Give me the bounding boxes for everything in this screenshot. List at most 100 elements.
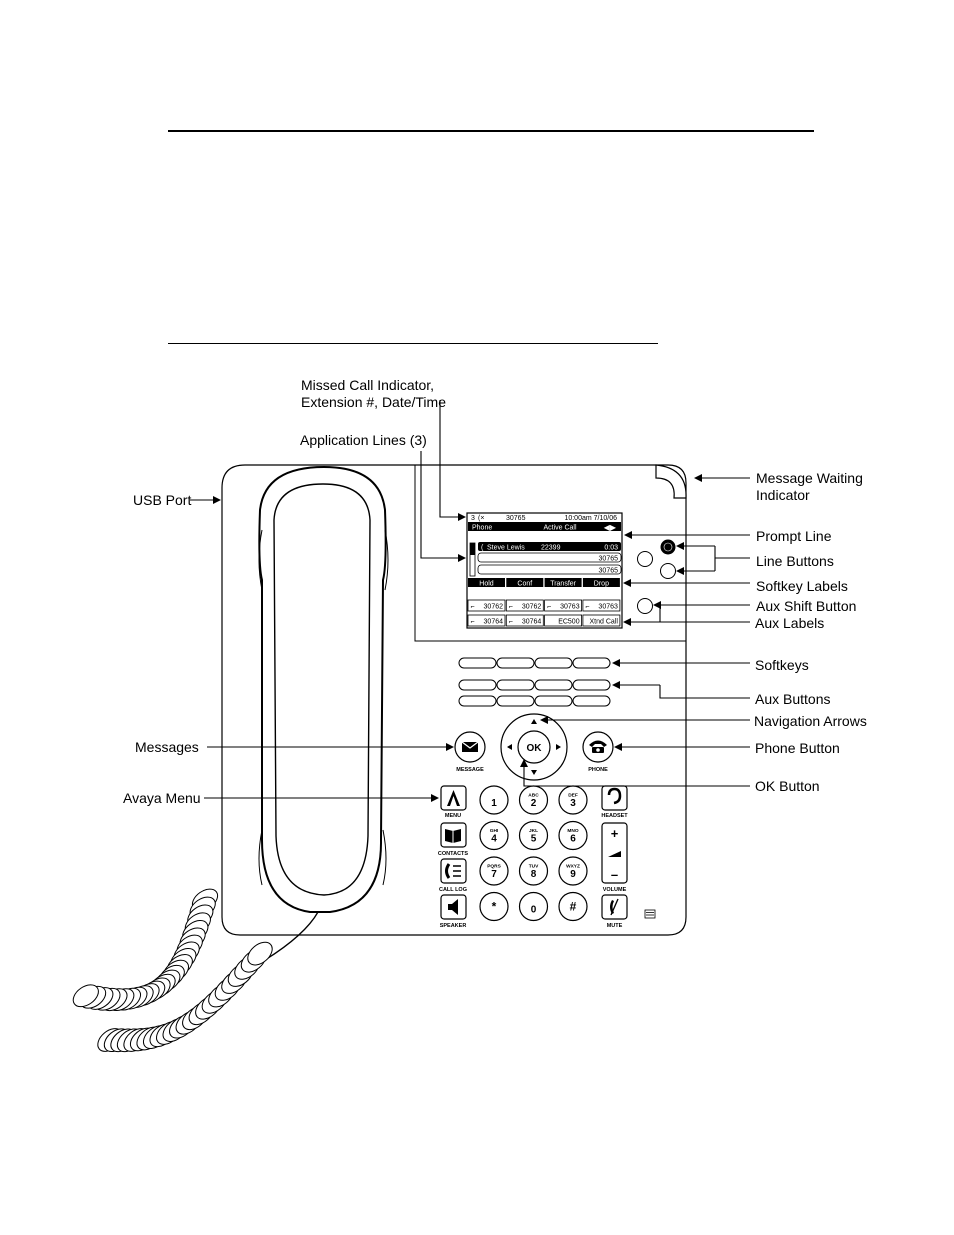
softkey-button[interactable] xyxy=(458,657,497,669)
keypad-key[interactable] xyxy=(558,891,588,922)
aux-label-box[interactable] xyxy=(582,599,621,612)
nav-right-arrow[interactable] xyxy=(556,744,561,750)
callout-aux-labels: Aux Labels xyxy=(755,615,825,631)
keypad-letters: JKL xyxy=(529,828,538,834)
softkey-label: Conf xyxy=(517,581,532,588)
callout-avaya-menu: Avaya Menu xyxy=(123,790,201,806)
app-line-1[interactable] xyxy=(478,542,621,551)
coiled-cord xyxy=(72,888,273,1053)
softkey-button[interactable] xyxy=(572,657,611,669)
aux-button[interactable] xyxy=(534,679,573,691)
app-line-3[interactable] xyxy=(477,564,622,575)
callout-aux-shift: Aux Shift Button xyxy=(756,598,857,614)
callout-usb-port: USB Port xyxy=(133,492,192,508)
line-button-2[interactable] xyxy=(637,551,653,567)
keypad-key[interactable] xyxy=(479,785,509,815)
ok-label: OK xyxy=(527,743,543,754)
ok-button[interactable] xyxy=(517,730,551,764)
aux-label-box[interactable] xyxy=(582,614,621,627)
aux-button[interactable] xyxy=(458,679,497,691)
keypad-key[interactable] xyxy=(518,891,549,922)
callout-phone-button: Phone Button xyxy=(755,740,840,756)
keypad-digit: 3 xyxy=(570,798,576,809)
menu-label: MENU xyxy=(445,813,461,819)
aux-shift-button[interactable] xyxy=(637,598,653,614)
nav-left-arrow[interactable] xyxy=(507,744,512,750)
keypad-key[interactable] xyxy=(479,820,509,851)
display-screen: 3 (× 30765 10:00am 7/10/06 Phone Active … xyxy=(466,512,623,629)
app-line-2[interactable] xyxy=(477,552,622,563)
speaker-icon xyxy=(448,899,458,915)
keypad-key[interactable] xyxy=(479,856,509,886)
keypad-key[interactable] xyxy=(558,820,588,851)
nav-up-arrow[interactable] xyxy=(531,719,537,724)
screen-extension: 30765 xyxy=(506,515,526,522)
softkey-label: Drop xyxy=(594,581,609,588)
keypad-digit: * xyxy=(492,900,497,914)
aux-button[interactable] xyxy=(572,695,611,707)
keypad-letters: MNO xyxy=(567,828,578,834)
keypad-key[interactable] xyxy=(518,856,549,886)
prompt-left: Phone xyxy=(472,525,492,532)
callout-missed-call: Missed Call Indicator, Extension #, Date… xyxy=(301,377,446,410)
keypad-letters: GHI xyxy=(490,828,499,834)
callout-softkeys: Softkeys xyxy=(755,657,809,673)
callout-ok-button: OK Button xyxy=(755,778,820,794)
app-line-1-number: 22399 xyxy=(541,545,561,552)
keypad-key[interactable] xyxy=(518,820,549,851)
keypad-digit: 4 xyxy=(491,834,497,845)
aux-label: 30763 xyxy=(560,604,580,611)
mute-label: MUTE xyxy=(607,923,623,929)
softkey-button[interactable] xyxy=(496,657,535,669)
cord-coil xyxy=(72,984,99,1008)
keypad-letters: WXYZ xyxy=(566,864,580,870)
softkey-label-box xyxy=(582,578,620,587)
aux-label-box[interactable] xyxy=(544,599,582,612)
aux-label-box[interactable] xyxy=(467,614,506,627)
status-indicator-icon xyxy=(644,909,656,919)
aux-label-box[interactable] xyxy=(505,614,544,627)
volume-ramp-icon xyxy=(608,851,621,857)
screen-datetime: 10:00am 7/10/06 xyxy=(564,515,617,522)
app-line-1-name: Steve Lewis xyxy=(487,545,525,552)
aux-label-box[interactable] xyxy=(544,614,582,627)
callout-message-waiting: Message Waiting Indicator xyxy=(756,470,863,503)
message-label: MESSAGE xyxy=(456,767,484,773)
menu-button[interactable] xyxy=(440,785,467,811)
aux-button[interactable] xyxy=(534,695,573,707)
line-appearance-icon: ⌐ xyxy=(509,619,513,626)
nav-down-arrow[interactable] xyxy=(531,770,537,775)
aux-button[interactable] xyxy=(572,679,611,691)
line-appearance-icon: ⌐ xyxy=(509,604,513,611)
speaker-label: SPEAKER xyxy=(440,923,467,929)
callout-aux-buttons: Aux Buttons xyxy=(755,691,831,707)
aux-button[interactable] xyxy=(496,695,535,707)
leader-lines xyxy=(190,400,750,802)
aux-button[interactable] xyxy=(496,679,535,691)
volume-up-button[interactable]: + xyxy=(611,826,619,841)
softkey-label: Transfer xyxy=(550,581,576,588)
keypad-key[interactable] xyxy=(479,891,509,922)
app-line-3-number: 30765 xyxy=(599,568,619,575)
callout-application-lines: Application Lines (3) xyxy=(300,432,427,448)
volume-down-button[interactable]: – xyxy=(611,867,618,882)
display-bezel xyxy=(414,465,686,642)
missed-call-count: 3 xyxy=(471,515,475,522)
volume-rocker[interactable] xyxy=(601,822,628,884)
keypad-digit: 1 xyxy=(491,798,497,809)
softkey-and-aux-buttons xyxy=(458,657,611,707)
contacts-label: CONTACTS xyxy=(438,851,468,857)
aux-label-box[interactable] xyxy=(505,599,544,612)
book-icon xyxy=(445,829,461,843)
keypad-letters: PQRS xyxy=(487,864,501,870)
keypad-digit: 5 xyxy=(531,834,537,845)
callout-line-buttons: Line Buttons xyxy=(756,553,834,569)
keypad-key[interactable] xyxy=(558,856,588,886)
aux-label-box[interactable] xyxy=(467,599,506,612)
callout-messages: Messages xyxy=(135,739,199,755)
line-button-3[interactable] xyxy=(660,563,676,579)
softkey-button[interactable] xyxy=(534,657,573,669)
handset xyxy=(258,465,389,913)
aux-button[interactable] xyxy=(458,695,497,707)
